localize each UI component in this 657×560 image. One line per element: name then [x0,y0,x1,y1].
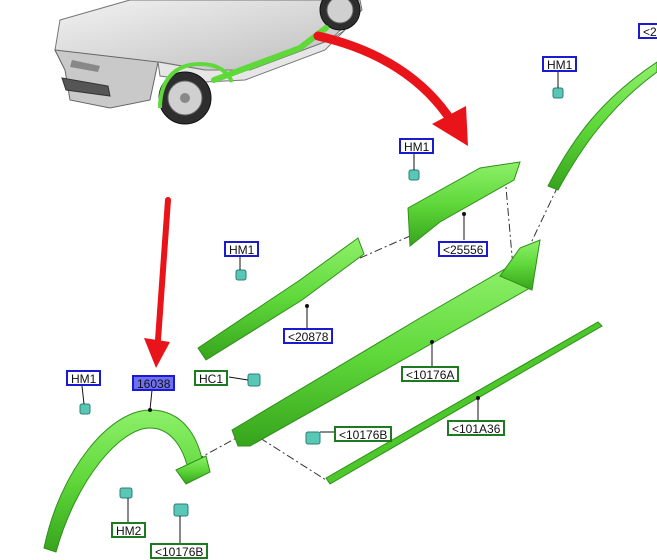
callout-part-20878: <20878 [283,328,334,344]
callout-hm1: HM1 [66,370,102,386]
callout-part-16038: 16038 [132,375,176,391]
callout-hm1: HM1 [224,241,260,257]
part-10176a-end [499,239,541,291]
callout-hm1: HM1 [399,138,435,154]
leader-dots [148,212,480,412]
clip-icon [173,503,189,517]
clip-icon [119,487,133,499]
red-down-arrow [144,197,171,368]
callout-part-10176b: <10176B [334,426,393,442]
clip-icon [408,169,420,181]
vehicle-illustration [54,0,363,125]
part-10176a [231,265,533,447]
leader-lines [81,72,559,544]
callout-part-10176b: <10176B [150,543,209,559]
part-16038-end [175,455,211,485]
part-25556 [407,161,521,247]
part-101a36 [325,321,603,485]
callout-part-10176a: <10176A [401,366,460,382]
callout-hc1: HC1 [194,370,229,386]
callout-part-25556: <25556 [438,241,489,257]
rear-wheel-arch-moulding [547,61,657,191]
alignment-lines [195,175,559,481]
clip-icon [247,373,261,387]
callout-part-clipped: <2 [638,23,657,39]
callout-hm2: HM2 [111,522,147,538]
clip-icon [552,87,564,99]
clip-icon [305,431,321,445]
red-curved-arrow [313,31,468,146]
clip-icons [79,87,564,517]
clip-icon [79,403,91,415]
callout-hm1: HM1 [542,56,578,72]
clip-icon [235,269,247,281]
callout-part-101a36: <101A36 [447,420,506,436]
part-20878 [197,237,365,361]
